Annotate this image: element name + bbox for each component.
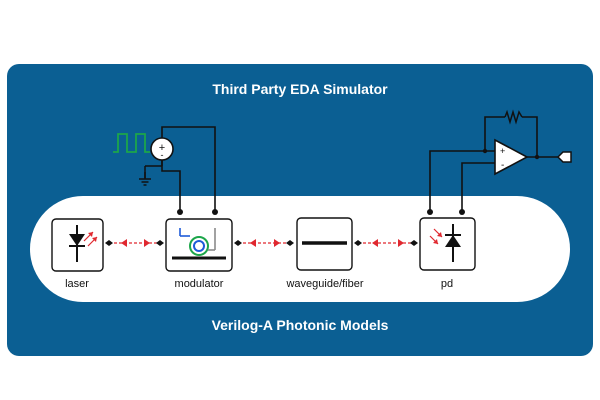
opamp-plus-label: + xyxy=(500,146,505,156)
laser-diode-icon xyxy=(69,225,98,262)
inner-title: Verilog-A Photonic Models xyxy=(212,317,389,333)
pd-label: pd xyxy=(441,278,453,290)
outer-title: Third Party EDA Simulator xyxy=(212,81,388,97)
laser-label: laser xyxy=(65,278,89,290)
op-amp-icon: + - xyxy=(494,138,529,176)
modulator-label: modulator xyxy=(175,278,224,290)
laser-block xyxy=(51,218,104,272)
voltage-source-icon: + - xyxy=(150,137,174,161)
modulator-pins xyxy=(177,209,218,215)
modulator-block xyxy=(165,218,233,272)
source-minus-sign: - xyxy=(161,150,164,160)
resistor-icon xyxy=(504,109,523,125)
optical-link-waveguide-pd xyxy=(354,239,418,247)
pd-block xyxy=(419,217,476,271)
optical-link-laser-modulator xyxy=(105,239,164,247)
photodiode-icon xyxy=(429,224,461,262)
ground-icon xyxy=(139,165,162,186)
pd-pins xyxy=(427,209,465,215)
opamp-minus-label: - xyxy=(501,160,504,171)
output-terminal-icon xyxy=(556,151,572,163)
junction-dots xyxy=(482,148,540,160)
source-plus-sign: + xyxy=(159,142,165,154)
square-pulse-icon xyxy=(113,133,150,153)
optical-link-modulator-waveguide xyxy=(234,239,294,247)
waveguide-label: waveguide/fiber xyxy=(285,278,363,290)
waveguide-block xyxy=(296,217,353,271)
ring-modulator-icon xyxy=(172,228,226,260)
